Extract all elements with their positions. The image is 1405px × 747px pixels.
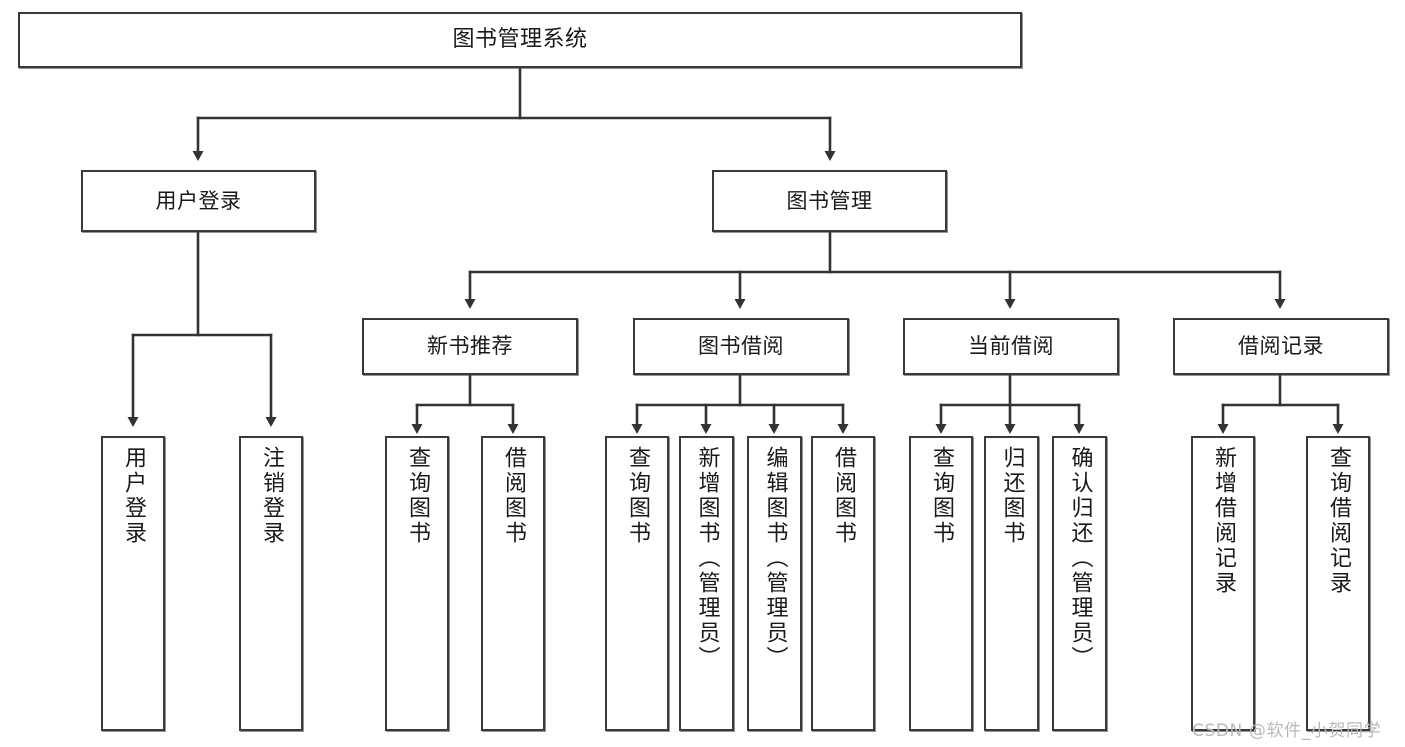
leaf-current-borrow-search-books[interactable]: 查询图书 (909, 436, 973, 731)
node-label: 借阅图书 (501, 446, 526, 546)
node-book-borrowing[interactable]: 图书借阅 (633, 318, 849, 375)
leaf-book-borrow-search-books[interactable]: 查询图书 (605, 436, 669, 731)
csdn-watermark: CSDN @软件_小贺同学 (1192, 721, 1382, 741)
leaf-book-borrow-borrow-books[interactable]: 借阅图书 (811, 436, 875, 731)
leaf-new-book-borrow-books[interactable]: 借阅图书 (481, 436, 545, 731)
node-label: 用户登录 (121, 446, 146, 546)
leaf-book-borrow-edit-book-admin[interactable]: 编辑图书（管理员） (747, 436, 802, 731)
leaf-current-borrow-confirm-return-admin[interactable]: 确认归还（管理员） (1052, 436, 1107, 731)
leaf-book-borrow-add-book-admin[interactable]: 新增图书（管理员） (679, 436, 734, 731)
leaf-borrow-record-search-record[interactable]: 查询借阅记录 (1306, 436, 1370, 731)
node-label: 借阅图书 (831, 446, 856, 546)
node-label: 当前借阅 (968, 334, 1054, 359)
leaf-user-login-logout[interactable]: 注销登录 (239, 436, 303, 731)
node-label: 新书推荐 (427, 334, 513, 359)
node-label: 查询图书 (625, 446, 650, 546)
node-new-book-recommendation[interactable]: 新书推荐 (362, 318, 578, 375)
leaf-user-login-login[interactable]: 用户登录 (101, 436, 165, 731)
node-label: 用户登录 (155, 188, 242, 213)
node-label: 图书管理 (786, 188, 873, 213)
node-label: 图书借阅 (698, 334, 784, 359)
node-label: 确认归还（管理员） (1067, 446, 1093, 671)
node-current-borrowing[interactable]: 当前借阅 (903, 318, 1119, 375)
node-label: 编辑图书（管理员） (762, 446, 788, 671)
node-root-book-management-system[interactable]: 图书管理系统 (18, 12, 1022, 68)
node-label: 新增图书（管理员） (694, 446, 720, 671)
node-label: 查询图书 (929, 446, 954, 546)
node-user-login[interactable]: 用户登录 (81, 170, 316, 232)
node-label: 查询图书 (405, 446, 430, 546)
node-label: 图书管理系统 (452, 27, 588, 53)
node-label: 归还图书 (999, 446, 1025, 546)
leaf-borrow-record-add-record[interactable]: 新增借阅记录 (1191, 436, 1255, 731)
node-label: 新增借阅记录 (1211, 446, 1236, 596)
node-label: 查询借阅记录 (1326, 446, 1351, 596)
node-book-management[interactable]: 图书管理 (712, 170, 947, 232)
node-label: 注销登录 (259, 446, 284, 546)
leaf-current-borrow-return-books[interactable]: 归还图书 (984, 436, 1039, 731)
leaf-new-book-search-books[interactable]: 查询图书 (385, 436, 449, 731)
node-borrowing-record[interactable]: 借阅记录 (1173, 318, 1389, 375)
node-label: 借阅记录 (1238, 334, 1324, 359)
